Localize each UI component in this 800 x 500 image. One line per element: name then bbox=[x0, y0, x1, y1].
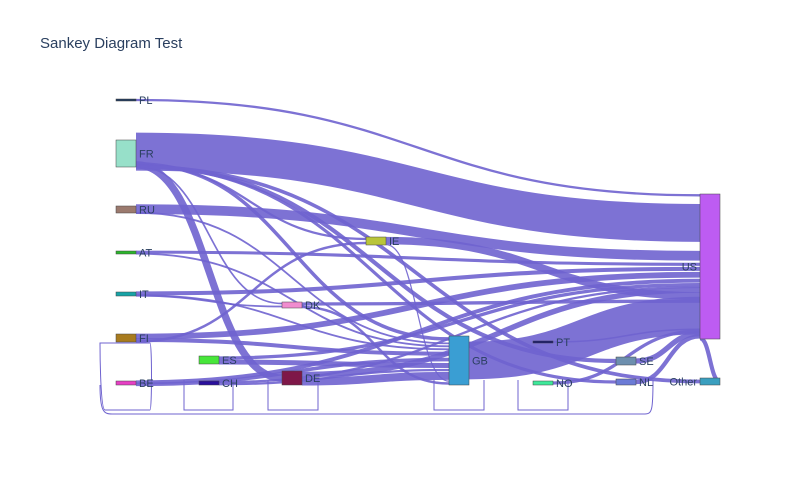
link-it-dk[interactable] bbox=[135, 294, 283, 308]
node-label-pt: PT bbox=[556, 337, 570, 349]
link-fr-us[interactable] bbox=[135, 132, 701, 242]
node-rect-be[interactable] bbox=[115, 380, 137, 386]
node-rect-gb[interactable] bbox=[448, 335, 470, 386]
loop-link-0 bbox=[99, 342, 152, 411]
nodes-layer: PL FR RU AT IT FI BE IE DK ES CH DE GB PT NO SE NL Other U… bbox=[115, 95, 721, 390]
node-label-it: IT bbox=[139, 289, 149, 301]
node-label-no: NO bbox=[556, 378, 573, 390]
loop-link-2 bbox=[267, 380, 319, 411]
link-ru-gb[interactable] bbox=[135, 211, 450, 345]
node-rect-pl[interactable] bbox=[115, 98, 137, 102]
link-fi-us[interactable] bbox=[135, 271, 701, 340]
node-rect-us[interactable] bbox=[699, 193, 721, 340]
node-label-es: ES bbox=[222, 355, 237, 367]
link-at-us[interactable] bbox=[135, 250, 701, 266]
node-label-fr: FR bbox=[139, 149, 154, 161]
node-dk[interactable]: DK bbox=[281, 300, 321, 312]
node-label-be: BE bbox=[139, 378, 154, 390]
link-de-gb[interactable] bbox=[301, 371, 450, 386]
link-fr-other[interactable] bbox=[135, 164, 701, 384]
link-dk-gb[interactable] bbox=[301, 305, 450, 385]
node-rect-ie[interactable] bbox=[365, 236, 387, 246]
link-fi-ie[interactable] bbox=[135, 241, 367, 343]
node-se[interactable]: SE bbox=[615, 356, 654, 368]
node-rect-at[interactable] bbox=[115, 250, 137, 255]
link-pl-us[interactable] bbox=[135, 98, 701, 197]
node-es[interactable]: ES bbox=[198, 355, 237, 367]
node-nl[interactable]: NL bbox=[615, 377, 653, 389]
node-label-fi: FI bbox=[139, 333, 149, 345]
node-label-us: US bbox=[682, 262, 697, 274]
link-it-us[interactable] bbox=[135, 266, 701, 296]
node-label-nl: NL bbox=[639, 377, 653, 389]
node-label-ru: RU bbox=[139, 205, 155, 217]
node-label-pl: PL bbox=[139, 95, 152, 107]
link-ru-us[interactable] bbox=[135, 204, 701, 261]
link-pt-us[interactable] bbox=[552, 328, 701, 343]
node-rect-pt[interactable] bbox=[532, 340, 554, 344]
loop-link-1 bbox=[183, 380, 234, 411]
node-no[interactable]: NO bbox=[532, 378, 573, 390]
node-at[interactable]: AT bbox=[115, 248, 153, 260]
link-other-us[interactable] bbox=[699, 336, 721, 384]
node-label-ch: CH bbox=[222, 378, 238, 390]
links-layer bbox=[99, 98, 721, 415]
node-rect-nl[interactable] bbox=[615, 378, 637, 386]
node-pl[interactable]: PL bbox=[115, 95, 152, 107]
link-nl-us[interactable] bbox=[635, 334, 701, 385]
node-it[interactable]: IT bbox=[115, 289, 149, 301]
link-ie-us[interactable] bbox=[385, 236, 701, 300]
node-rect-fr[interactable] bbox=[115, 139, 137, 168]
link-fi-gb[interactable] bbox=[135, 338, 450, 356]
link-fr-de[interactable] bbox=[135, 161, 283, 382]
node-pt[interactable]: PT bbox=[532, 337, 570, 349]
loop-link-4 bbox=[517, 380, 569, 411]
node-rect-ch[interactable] bbox=[198, 380, 220, 386]
link-gb-us[interactable] bbox=[468, 296, 701, 380]
node-rect-it[interactable] bbox=[115, 291, 137, 297]
node-label-se: SE bbox=[639, 356, 654, 368]
node-label-dk: DK bbox=[305, 300, 321, 312]
node-fi[interactable]: FI bbox=[115, 333, 149, 345]
node-other[interactable]: Other bbox=[669, 377, 721, 389]
loop-link-5 bbox=[99, 379, 654, 415]
node-be[interactable]: BE bbox=[115, 378, 154, 390]
node-rect-dk[interactable] bbox=[281, 301, 303, 309]
node-de[interactable]: DE bbox=[281, 370, 320, 386]
node-fr[interactable]: FR bbox=[115, 139, 154, 168]
loop-link-3 bbox=[433, 380, 485, 411]
node-gb[interactable]: GB bbox=[448, 335, 488, 386]
node-rect-no[interactable] bbox=[532, 380, 554, 386]
node-rect-es[interactable] bbox=[198, 355, 220, 365]
node-rect-ru[interactable] bbox=[115, 205, 137, 214]
node-us[interactable]: US bbox=[682, 193, 721, 340]
link-fr-dk[interactable] bbox=[135, 164, 283, 305]
node-label-other: Other bbox=[669, 377, 697, 389]
node-label-at: AT bbox=[139, 248, 153, 260]
node-rect-de[interactable] bbox=[281, 370, 303, 386]
node-rect-other[interactable] bbox=[699, 377, 721, 386]
node-ch[interactable]: CH bbox=[198, 378, 238, 390]
node-label-ie: IE bbox=[389, 236, 399, 248]
node-label-gb: GB bbox=[472, 356, 488, 368]
link-se-us[interactable] bbox=[635, 331, 701, 364]
page-title: Sankey Diagram Test bbox=[40, 35, 183, 52]
node-ie[interactable]: IE bbox=[365, 236, 399, 248]
node-rect-fi[interactable] bbox=[115, 333, 137, 343]
link-ie-gb[interactable] bbox=[385, 244, 450, 382]
node-ru[interactable]: RU bbox=[115, 205, 155, 217]
link-dk-us[interactable] bbox=[301, 299, 701, 306]
node-rect-se[interactable] bbox=[615, 356, 637, 366]
node-label-de: DE bbox=[305, 373, 320, 385]
